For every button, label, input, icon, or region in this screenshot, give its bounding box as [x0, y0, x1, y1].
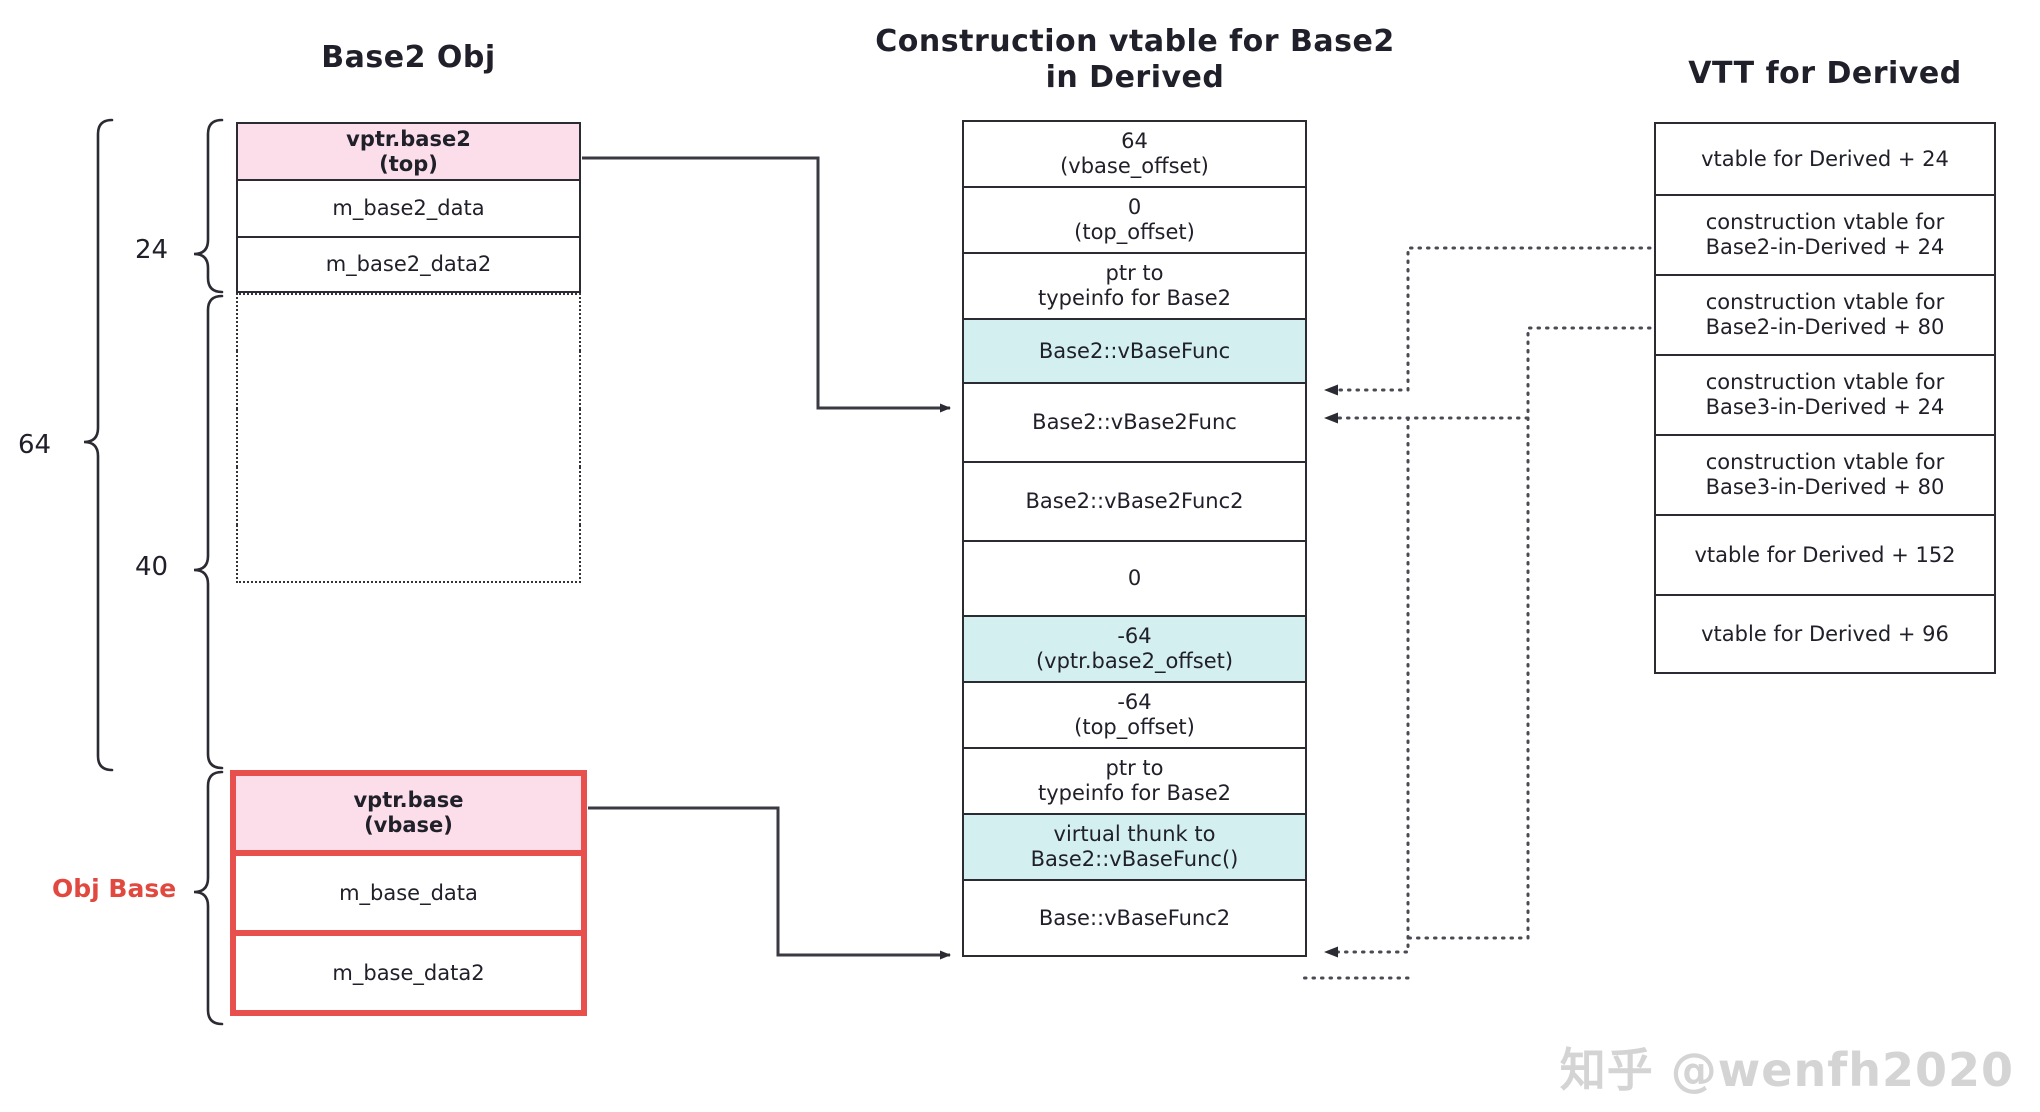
middle-title-line-2: in Derived	[1045, 60, 1225, 95]
vtt-block: vtable for Derived + 24 construction vta…	[1654, 122, 1996, 674]
obj-padding-row	[236, 525, 581, 583]
watermark: 知乎 @wenfh2020	[1559, 1043, 2014, 1097]
obj-row-m-base2-data[interactable]: m_base2_data	[236, 179, 581, 236]
ctor-vtable-row-virtual-thunk[interactable]: virtual thunk to Base2::vBaseFunc()	[962, 813, 1307, 879]
measure-brace-base2	[193, 118, 224, 294]
ctor-vtable-row[interactable]: Base2::vBase2Func	[962, 382, 1307, 461]
ctor-vtable-row[interactable]: 0	[962, 540, 1307, 615]
vtt-row[interactable]: construction vtable for Base2-in-Derived…	[1654, 274, 1996, 354]
obj-row-m-base-data2[interactable]: m_base_data2	[236, 936, 581, 1010]
ctor-vtable-row[interactable]: -64 (top_offset)	[962, 681, 1307, 747]
vtt-row[interactable]: construction vtable for Base3-in-Derived…	[1654, 354, 1996, 434]
arrow-vptr-base2-to-vbasefunc	[582, 156, 951, 413]
obj-padding-row	[236, 409, 581, 467]
base2-obj-top-block: vptr.base2 (top) m_base2_data m_base2_da…	[236, 122, 581, 293]
ctor-vtable-row[interactable]: 0 (top_offset)	[962, 186, 1307, 252]
obj-padding-row	[236, 351, 581, 409]
measure-label-base2: 24	[135, 235, 169, 265]
ctor-vtable-row-vbasefunc[interactable]: Base2::vBaseFunc	[962, 318, 1307, 382]
measure-brace-obj-base	[193, 770, 224, 1026]
ctor-vtable-row[interactable]: ptr to typeinfo for Base2	[962, 747, 1307, 813]
ctor-vtable-row[interactable]: 64 (vbase_offset)	[962, 120, 1307, 186]
obj-row-m-base-data[interactable]: m_base_data	[236, 856, 581, 930]
obj-padding-row	[236, 467, 581, 525]
ctor-vtable-row[interactable]: ptr to typeinfo for Base2	[962, 252, 1307, 318]
dotted-vtt-base2-24-to-vbasefunc	[1323, 246, 1652, 396]
dotted-vtt-to-virtual-thunk	[1298, 416, 1530, 980]
middle-column-title: Construction vtable for Base2 in Derived	[820, 24, 1450, 96]
dotted-vtt-base2-80-to-vbasefunc	[1323, 326, 1652, 424]
base-subobject-block: vptr.base (vbase) m_base_data m_base_dat…	[230, 770, 587, 1016]
ctor-vtable-row[interactable]: Base::vBaseFunc2	[962, 879, 1307, 957]
middle-title-line-1: Construction vtable for Base2	[875, 24, 1395, 59]
obj-row-vptr-base2[interactable]: vptr.base2 (top)	[236, 122, 581, 179]
measure-label-total: 64	[18, 430, 52, 460]
obj-padding-row	[236, 293, 581, 351]
construction-vtable-block: 64 (vbase_offset) 0 (top_offset) ptr to …	[962, 120, 1307, 957]
measure-brace-total	[83, 118, 114, 772]
vtt-row[interactable]: vtable for Derived + 96	[1654, 594, 1996, 674]
ctor-vtable-row[interactable]: Base2::vBase2Func2	[962, 461, 1307, 540]
vtt-row[interactable]: construction vtable for Base2-in-Derived…	[1654, 194, 1996, 274]
obj-row-vptr-base[interactable]: vptr.base (vbase)	[236, 776, 581, 850]
vtt-row[interactable]: construction vtable for Base3-in-Derived…	[1654, 434, 1996, 514]
base2-obj-padding-block	[236, 293, 581, 583]
left-column-title: Base2 Obj	[321, 40, 496, 75]
obj-row-m-base2-data2[interactable]: m_base2_data2	[236, 236, 581, 293]
arrow-vptr-base-to-virtual-thunk	[588, 806, 951, 960]
measure-label-padding: 40	[135, 552, 169, 582]
measure-label-obj-base: Obj Base	[52, 874, 177, 903]
ctor-vtable-row-vptr-base2-offset[interactable]: -64 (vptr.base2_offset)	[962, 615, 1307, 681]
vtt-row[interactable]: vtable for Derived + 24	[1654, 122, 1996, 194]
measure-brace-padding	[193, 294, 224, 770]
vtt-row[interactable]: vtable for Derived + 152	[1654, 514, 1996, 594]
right-column-title: VTT for Derived	[1688, 56, 1962, 91]
